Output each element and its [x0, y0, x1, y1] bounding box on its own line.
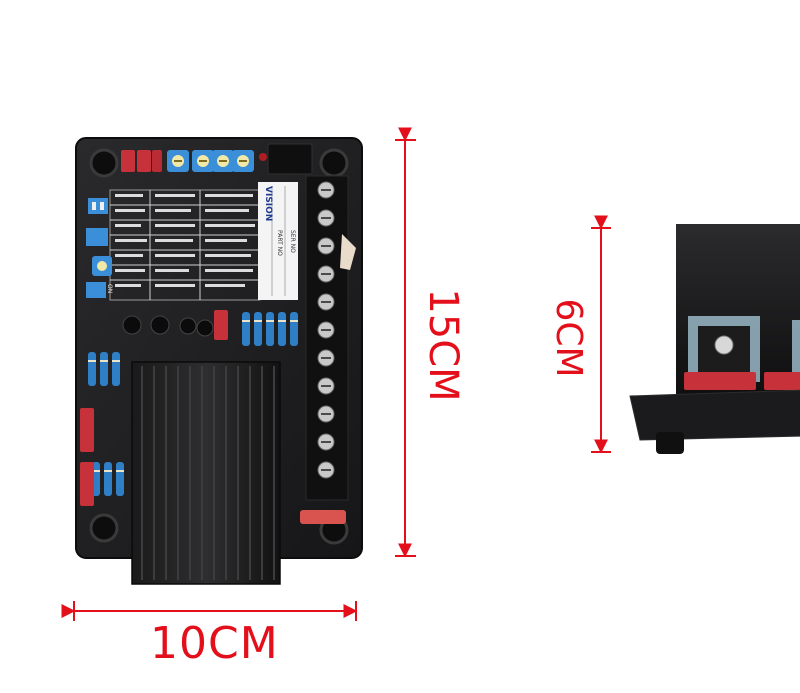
terminal-block: [305, 175, 356, 501]
dip-switches: ON: [86, 198, 113, 298]
jumper-tab: [340, 234, 356, 270]
avr-board-front: VISION PART NO SER NO ON: [75, 137, 363, 585]
relay-block: [267, 143, 313, 175]
side-component-2: [792, 320, 800, 380]
part-no-text: PART NO: [276, 230, 283, 256]
side-capacitor-2: [764, 372, 800, 390]
avr-board-side: [629, 224, 800, 454]
printed-text-marks: [115, 194, 255, 287]
left-capacitor-1: [80, 408, 94, 452]
left-capacitor-2: [80, 462, 94, 506]
height-dimension-arrow: [395, 127, 416, 558]
transistors: [122, 315, 214, 337]
switch-on-text: ON: [106, 284, 113, 293]
top-capacitors: [121, 150, 162, 172]
fuse: [300, 510, 346, 524]
printed-instructions: [109, 189, 261, 301]
depth-dimension-arrow: [591, 215, 611, 454]
width-dimension-label: 10CM: [150, 618, 279, 669]
width-dimension-arrow: [61, 601, 358, 621]
side-component-1: [688, 316, 760, 382]
height-dimension-label: 15CM: [420, 288, 466, 402]
depth-dimension-label: 6CM: [548, 298, 589, 378]
side-base: [629, 389, 800, 441]
heat-sink: [131, 361, 281, 585]
model-label: VISION PART NO SER NO: [258, 182, 298, 300]
potentiometers: [167, 150, 267, 172]
side-capacitor-1: [684, 372, 756, 390]
brand-text: VISION: [263, 186, 273, 221]
ser-no-text: SER NO: [289, 230, 296, 253]
mid-capacitor: [214, 310, 228, 340]
resistor-bands: [88, 320, 298, 472]
side-foot: [656, 432, 684, 454]
